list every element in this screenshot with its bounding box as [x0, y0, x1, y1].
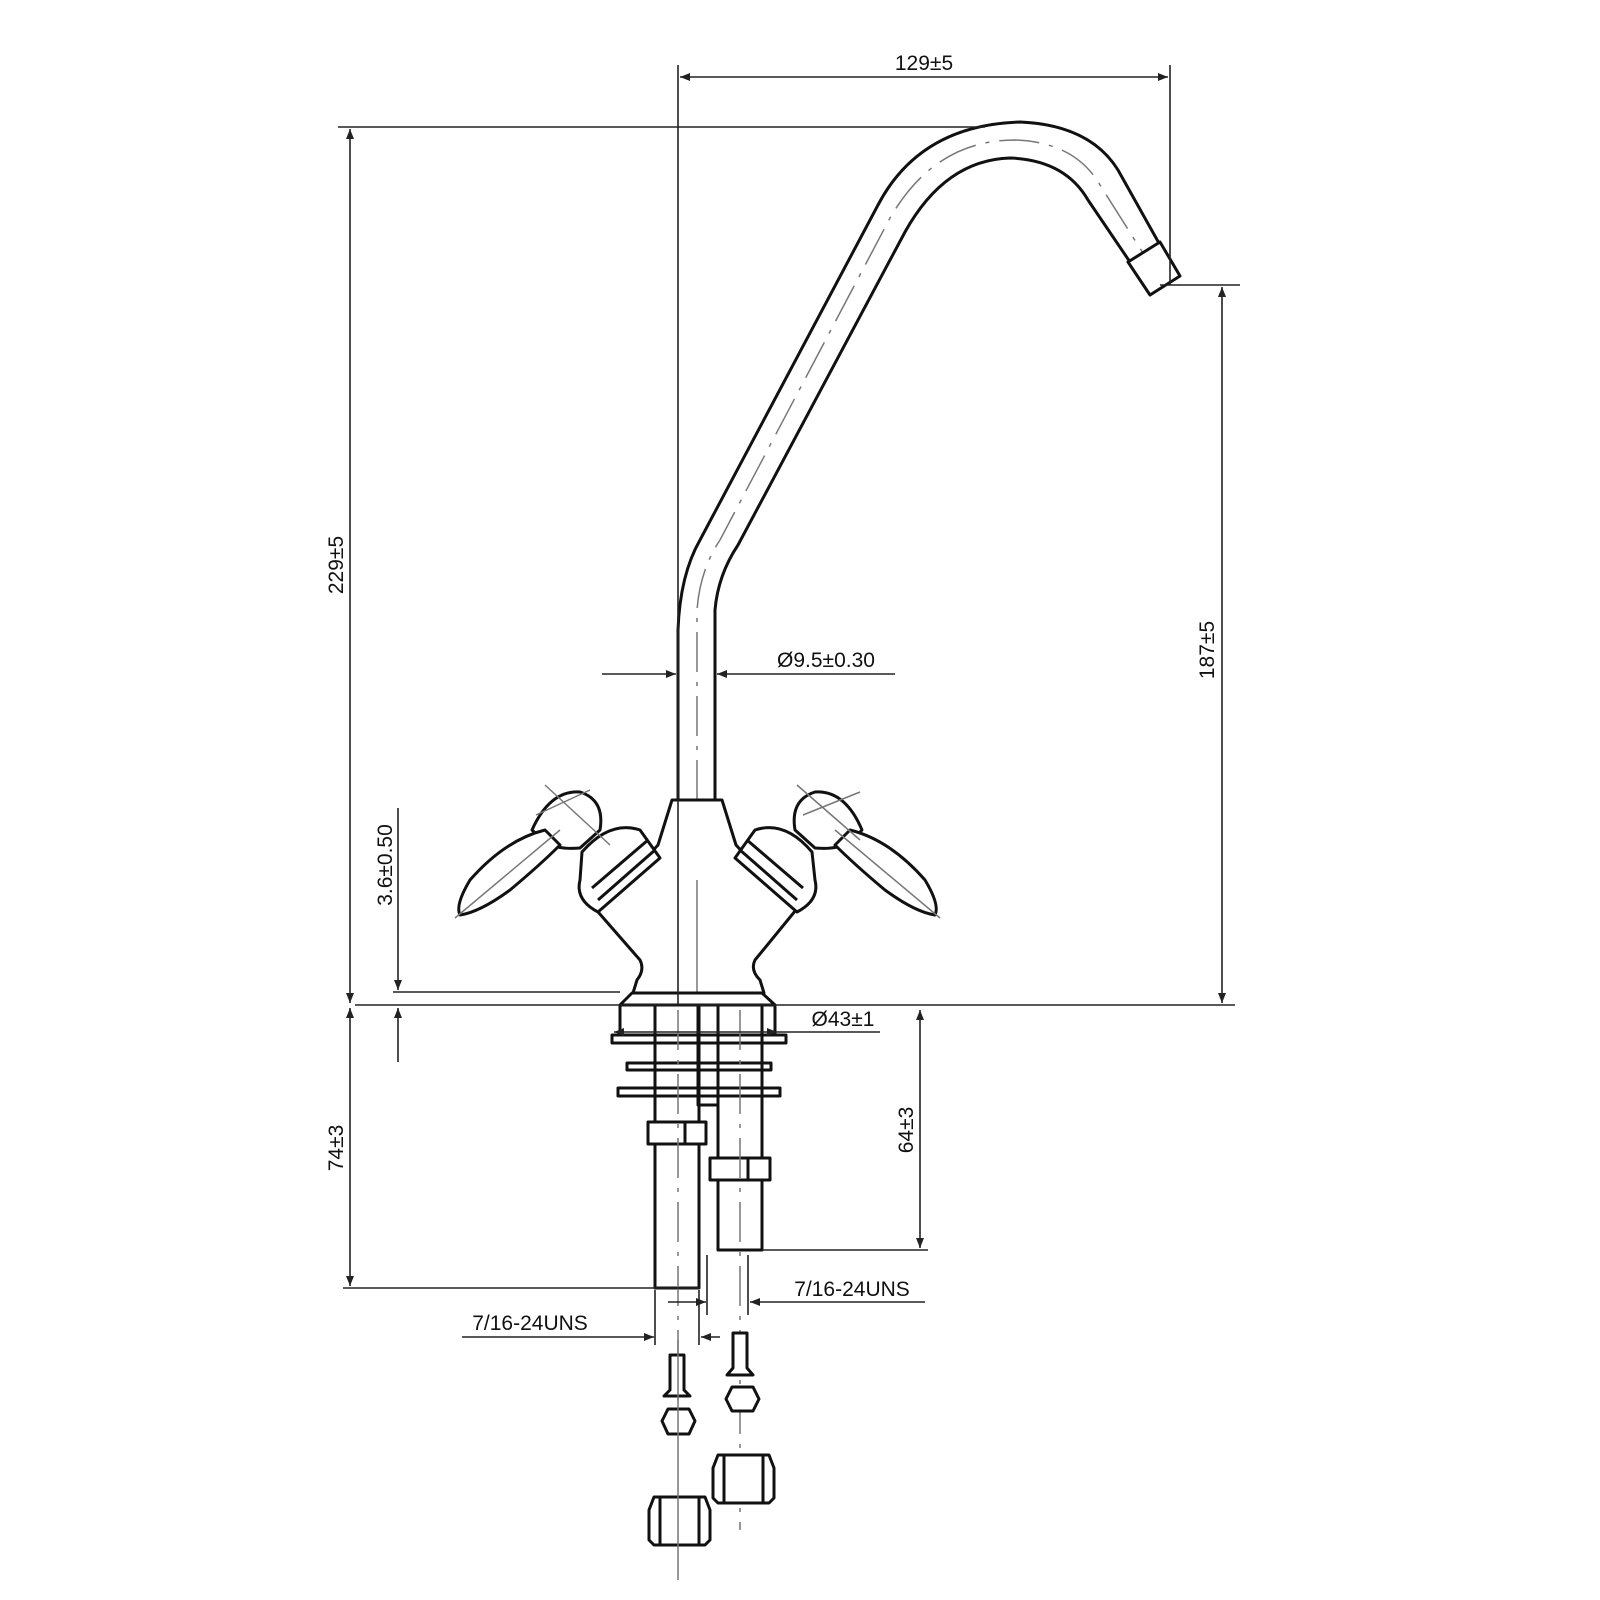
spout-nozzle [1126, 240, 1182, 297]
dim-total-height: 229±5 [325, 536, 348, 594]
dim-outlet-height: 187±5 [1196, 621, 1219, 679]
fittings-left [647, 1340, 712, 1580]
dim-spout-reach: 129±5 [895, 52, 953, 75]
dim-base-diameter: Ø43±1 [812, 1008, 875, 1031]
dim-thread-left: 7/16-24UNS [472, 1312, 588, 1335]
faucet-body [454, 784, 941, 1020]
dim-base-height: 3.6±0.50 [374, 824, 397, 906]
right-valve-cap [733, 784, 941, 919]
dim-long-shank: 74±3 [325, 1125, 348, 1172]
spout [676, 120, 1182, 805]
dim-short-shank: 64±3 [895, 1107, 918, 1154]
dim-thread-right: 7/16-24UNS [794, 1278, 910, 1301]
dim-tube-diameter: Ø9.5±0.30 [777, 649, 875, 672]
left-valve-cap [454, 784, 662, 919]
dimension-lines [338, 65, 1240, 1345]
fittings-right [711, 1331, 776, 1505]
